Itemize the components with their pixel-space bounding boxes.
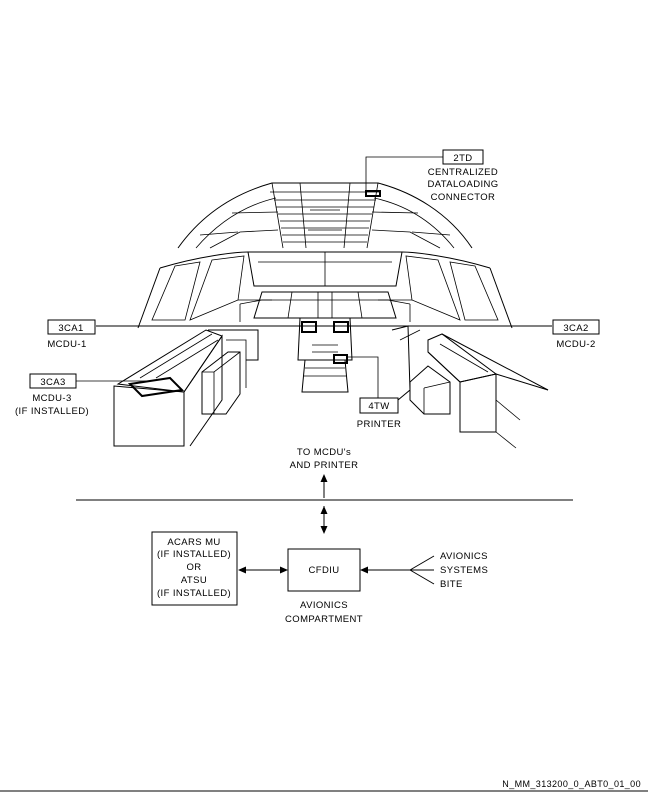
tag-3ca1: 3CA1 xyxy=(58,323,83,334)
callout-3ca3: 3CA3 MCDU-3 (IF INSTALLED) xyxy=(15,373,150,417)
centralized-label-2: DATALOADING xyxy=(427,179,498,190)
mcdu3-note: (IF INSTALLED) xyxy=(15,406,89,417)
avionics-label-3: BITE xyxy=(440,579,463,590)
center-pedestal xyxy=(297,292,353,393)
compartment-label-1: AVIONICS xyxy=(300,600,348,611)
compartment-label: AVIONICS COMPARTMENT xyxy=(285,600,363,625)
callout-2td: 2TD CENTRALIZED DATALOADING CONNECTOR xyxy=(365,149,498,203)
acars-label-5: (IF INSTALLED) xyxy=(157,588,231,599)
to-mcdu-arrow: TO MCDU's AND PRINTER xyxy=(290,447,359,498)
tag-2td: 2TD xyxy=(453,153,472,164)
avionics-systems-label: AVIONICS SYSTEMS BITE xyxy=(440,551,488,590)
acars-label-3: OR xyxy=(186,562,201,573)
acars-label-1: ACARS MU xyxy=(167,537,220,548)
to-mcdu-label-1: TO MCDU's xyxy=(297,447,351,458)
dataloading-connector xyxy=(365,190,381,197)
overhead-panel-outline xyxy=(177,182,473,249)
to-mcdu-label-2: AND PRINTER xyxy=(290,460,359,471)
footer-ref: N_MM_313200_0_ABT0_01_00 xyxy=(502,779,641,789)
compartment-label-2: COMPARTMENT xyxy=(285,614,363,625)
callout-4tw: 4TW PRINTER xyxy=(346,356,402,430)
centralized-label-3: CONNECTOR xyxy=(431,192,496,203)
right-console xyxy=(391,325,549,449)
acars-label-2: (IF INSTALLED) xyxy=(157,549,231,560)
centralized-label-1: CENTRALIZED xyxy=(428,167,498,178)
tag-3ca2: 3CA2 xyxy=(563,323,588,334)
cfdiu-systems-link xyxy=(360,555,435,585)
cfdiu-label: CFDIU xyxy=(308,565,339,576)
windshield-panels xyxy=(137,251,513,329)
callout-3ca1: 3CA1 MCDU-1 xyxy=(47,319,96,350)
acars-atsu-box: ACARS MU (IF INSTALLED) OR ATSU (IF INST… xyxy=(151,531,238,606)
mcdu2-label: MCDU-2 xyxy=(556,339,595,350)
left-console xyxy=(113,329,259,447)
avionics-label-1: AVIONICS xyxy=(440,551,488,562)
tag-4tw: 4TW xyxy=(368,401,389,412)
printer-label: PRINTER xyxy=(357,419,402,430)
instrument-panel xyxy=(239,291,411,322)
mcdu1-label: MCDU-1 xyxy=(47,339,86,350)
acars-label-4: ATSU xyxy=(181,575,207,586)
acars-cfdiu-link xyxy=(238,566,288,574)
cfdiu-up-arrow xyxy=(320,506,328,534)
callout-3ca2: 3CA2 MCDU-2 xyxy=(552,319,600,350)
mcdu3-label: MCDU-3 xyxy=(32,393,71,404)
tag-3ca3: 3CA3 xyxy=(40,377,65,388)
cfdiu-box: CFDIU xyxy=(287,548,361,592)
avionics-label-2: SYSTEMS xyxy=(440,565,488,576)
